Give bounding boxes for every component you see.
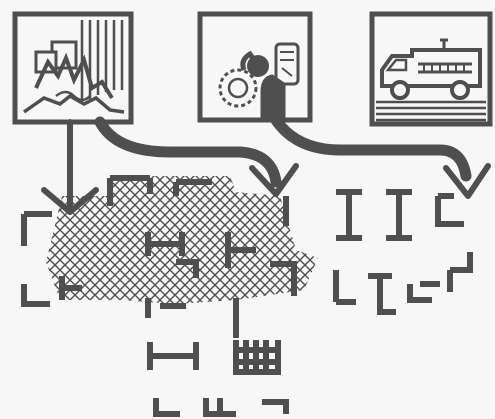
- arrow-chart-right: [100, 122, 276, 182]
- panel-fire-truck: [372, 14, 490, 124]
- panel-phone: [200, 14, 310, 120]
- panel-chart: [15, 14, 131, 122]
